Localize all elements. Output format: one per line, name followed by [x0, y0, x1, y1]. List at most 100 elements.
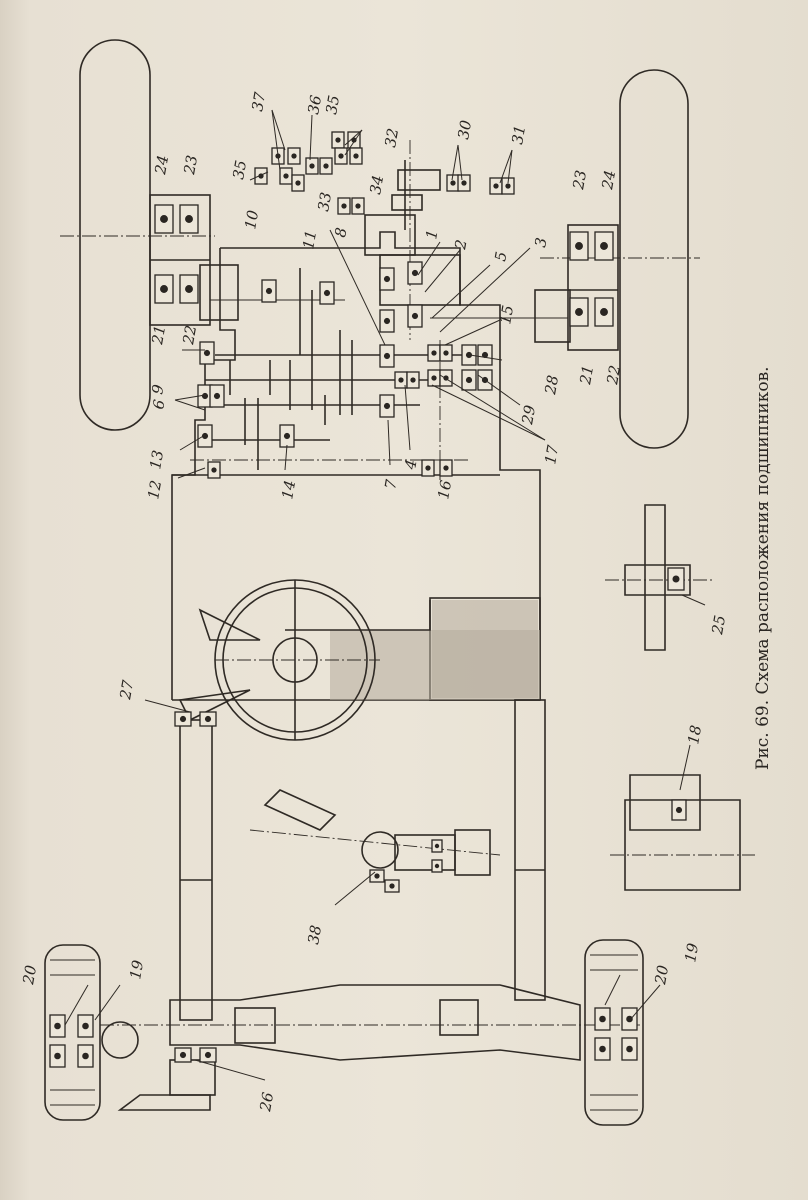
bearing-ball: [443, 350, 449, 356]
label-31: 31: [508, 124, 529, 146]
bearing-ball: [265, 287, 273, 295]
steering-linkage: [117, 1059, 216, 1111]
bearing-ball: [425, 465, 431, 471]
bearing-ball: [341, 203, 347, 209]
bearing-ball: [493, 183, 499, 189]
label-9: 9: [148, 383, 167, 396]
label-10: 10: [241, 208, 262, 230]
label-35b: 35: [322, 94, 343, 116]
bearing-ball: [54, 1022, 61, 1030]
bearing-ball: [383, 352, 391, 360]
label-34: 34: [366, 174, 387, 196]
label-4: 4: [401, 458, 421, 472]
bearing-ball: [411, 269, 419, 277]
bearing-ball: [203, 349, 211, 357]
label-38: 38: [304, 924, 325, 946]
callout-labels: 1 2 3 5 15 28 29 17 16 4 7 14 12 13 6 9 …: [19, 90, 729, 1113]
bearing-ball: [600, 242, 608, 250]
label-17: 17: [541, 443, 562, 465]
leader-lines: [64, 109, 706, 1081]
bearing-ball: [179, 715, 187, 723]
label-26: 26: [256, 1090, 277, 1113]
label-29: 29: [518, 403, 539, 426]
label-12: 12: [144, 479, 165, 501]
label-21b: 21: [576, 364, 597, 387]
front-axle-beam: [100, 984, 640, 1061]
bearing-ball: [383, 275, 391, 283]
steering-wheel: [178, 579, 380, 741]
bearing-ball: [675, 806, 683, 814]
label-16: 16: [434, 478, 455, 500]
bearing-ball: [434, 843, 440, 849]
label-30: 30: [454, 118, 475, 140]
bearing-ball: [461, 180, 467, 186]
bearing-ball: [185, 285, 193, 293]
bearing-ball: [82, 1052, 89, 1060]
front-left-wheel: [44, 944, 139, 1121]
label-5: 5: [491, 250, 510, 263]
label-18: 18: [684, 724, 705, 746]
bearing-ball: [185, 215, 193, 223]
figure-caption: Рис. 69. Схема расположения подшипников.: [753, 366, 773, 770]
label-15: 15: [496, 304, 517, 326]
bearing-ball: [179, 1051, 187, 1059]
bearing-ball: [383, 317, 391, 325]
bearing-ball: [398, 377, 404, 383]
label-21a: 21: [148, 324, 169, 347]
label-27: 27: [116, 678, 137, 701]
label-19b: 19: [681, 941, 702, 963]
rear-body-frame: [172, 597, 541, 701]
bearing-ball: [450, 180, 456, 186]
bearing-ball: [600, 308, 608, 316]
bearing-ball: [323, 163, 329, 169]
bearing-ball: [389, 883, 395, 889]
label-35a: 35: [229, 159, 250, 181]
bearing-ball: [54, 1052, 61, 1060]
detail-25-inset: [605, 504, 715, 651]
bearing-ball: [283, 432, 291, 440]
rear-right-wheel: [540, 69, 700, 449]
label-22a: 22: [179, 324, 200, 347]
bearing-ball: [204, 1051, 212, 1059]
bearing-ball: [283, 173, 289, 179]
label-6: 6: [149, 398, 168, 411]
bearing-ball: [505, 183, 511, 189]
bearing-ball: [211, 467, 217, 473]
detail-18-inset: [610, 774, 755, 891]
bearing-ball: [201, 392, 209, 400]
bearing-symbols: [49, 131, 687, 1068]
bearing-ball: [481, 351, 489, 359]
label-1: 1: [422, 228, 441, 241]
label-25: 25: [708, 614, 729, 637]
label-23b: 23: [569, 169, 590, 192]
bearing-ball: [411, 312, 419, 320]
label-24a: 24: [151, 154, 172, 177]
bearing-ball: [291, 153, 297, 159]
bearing-ball: [465, 376, 473, 384]
bearing-ball: [626, 1045, 633, 1053]
bearing-ball: [465, 351, 473, 359]
label-32: 32: [381, 127, 402, 149]
bearing-ball: [201, 432, 209, 440]
bearing-ball: [323, 289, 331, 297]
bearing-ball: [295, 180, 301, 186]
label-22b: 22: [603, 364, 624, 387]
bearing-ball: [599, 1045, 606, 1053]
label-7: 7: [381, 478, 400, 491]
bearing-ball: [626, 1015, 633, 1023]
label-2: 2: [451, 238, 471, 252]
frame-members: [179, 699, 546, 1021]
bearing-ball: [355, 203, 361, 209]
label-20b: 20: [651, 963, 672, 986]
label-14: 14: [278, 479, 299, 501]
label-13: 13: [146, 449, 167, 471]
bearing-ball: [599, 1015, 606, 1023]
bearing-ball: [383, 402, 391, 410]
bearing-ball: [575, 308, 583, 316]
label-20a: 20: [19, 963, 40, 986]
bearing-ball: [335, 137, 341, 143]
bearing-ball: [410, 377, 416, 383]
label-37: 37: [248, 90, 269, 112]
